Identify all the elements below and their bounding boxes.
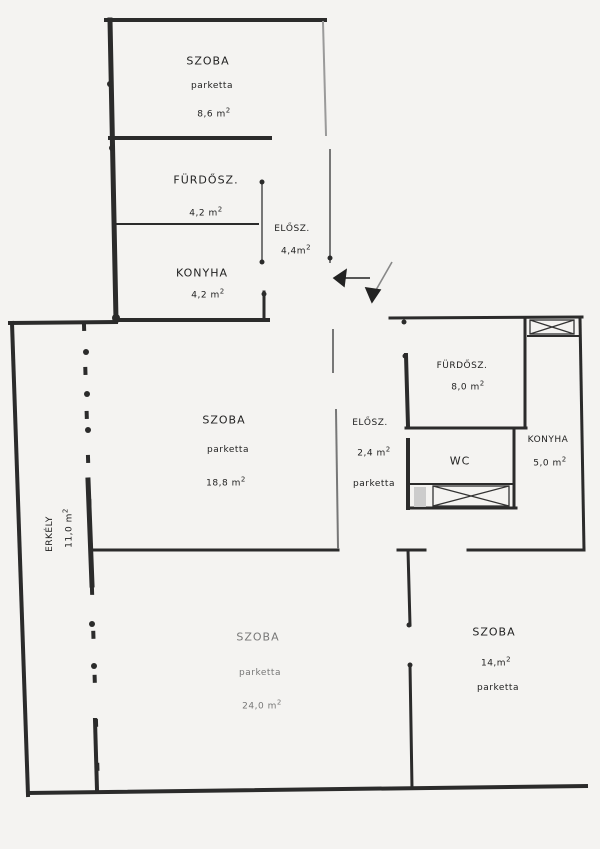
room-area-szoba-br: 14,m2: [481, 656, 511, 669]
room-area-konyha-top: 4,2 m2: [191, 288, 224, 301]
room-floor-eloter-right: parketta: [353, 479, 395, 489]
wc-shaded: [414, 487, 426, 507]
room-area-konyha-right: 5,0 m2: [533, 456, 566, 469]
area-value: 14,m: [480, 658, 507, 669]
room-area-erkely: 11,0 m2: [62, 508, 75, 548]
area-exp: 2: [217, 205, 223, 214]
room-area-top-furdo: 4,2 m2: [189, 206, 222, 219]
area-exp: 2: [306, 243, 312, 252]
room-name-top-szoba: SZOBA: [186, 54, 230, 68]
room-name-eloter-right: ELŐSZ.: [352, 418, 388, 428]
wall-erkely-solid-1: [85, 477, 95, 588]
wall-eloter-right-low: [334, 408, 340, 550]
room-area-szoba-mid: 18,8 m2: [206, 476, 246, 489]
area-value: 2,4 m: [357, 448, 386, 459]
room-area-eloter-right: 2,4 m2: [357, 446, 390, 459]
entrance-arrows: [332, 261, 393, 304]
wall-main-top-left: [7, 319, 119, 326]
area-value: 11,0 m: [64, 513, 75, 548]
area-exp: 2: [479, 379, 485, 388]
room-name-top-furdo: FÜRDŐSZ.: [173, 173, 239, 187]
room-floor-szoba-bottom: parketta: [239, 668, 281, 678]
area-exp: 2: [276, 698, 282, 707]
walls: [7, 17, 589, 798]
room-floor-szoba-mid: parketta: [207, 445, 249, 455]
room-floor-top-szoba: parketta: [191, 81, 233, 91]
room-floor-szoba-br: parketta: [477, 683, 519, 693]
fixtures: [414, 319, 575, 507]
room-area-top-szoba: 8,6 m2: [197, 107, 230, 120]
wall-upper-right: [321, 20, 328, 137]
wall-main-left: [9, 320, 31, 798]
room-name-eloter-top: ELŐSZ.: [274, 224, 310, 234]
room-name-furdo-right: FÜRDŐSZ.: [436, 361, 488, 371]
room-area-eloter-top: 4,4m2: [281, 244, 311, 257]
wall-szoba-br-left: [406, 548, 412, 627]
area-value: 4,2 m: [189, 208, 218, 219]
wall-szoba-br-left-2: [408, 663, 414, 790]
wall-erkely-solid-2: [92, 717, 100, 793]
room-name-szoba-mid: SZOBA: [202, 413, 246, 427]
area-value: 18,8 m: [206, 478, 241, 489]
wc-tank-box: [432, 485, 510, 507]
room-name-wc: WC: [449, 454, 471, 468]
room-name-erkely: ERKÉLY: [45, 516, 55, 552]
area-exp: 2: [240, 475, 246, 484]
area-value: 5,0 m: [533, 458, 562, 469]
area-value: 8,0 m: [451, 382, 480, 393]
entrance-arrow-down: [364, 287, 382, 304]
area-exp: 2: [506, 655, 512, 664]
area-value: 4,2 m: [191, 290, 220, 301]
room-name-konyha-right: KONYHA: [527, 435, 569, 445]
room-name-konyha-top: KONYHA: [175, 266, 229, 280]
area-exp: 2: [219, 287, 225, 296]
area-value: 24,0 m: [242, 701, 277, 712]
entrance-arrow-left: [332, 268, 348, 288]
area-exp: 2: [225, 106, 231, 115]
area-value: 8,6 m: [197, 109, 226, 120]
wall-main-top-right: [388, 315, 584, 320]
wall-upper-left: [107, 17, 119, 323]
area-exp: 2: [561, 455, 567, 464]
konyha-vent-box: [529, 319, 575, 335]
wall-main-right: [578, 316, 586, 552]
wall-main-bottom: [25, 783, 589, 796]
dots: [83, 81, 413, 669]
area-exp: 2: [61, 508, 70, 514]
room-area-szoba-bottom: 24,0 m2: [242, 699, 282, 712]
room-area-furdo-right: 8,0 m2: [451, 380, 484, 393]
area-exp: 2: [385, 445, 391, 454]
room-name-szoba-br: SZOBA: [472, 625, 516, 639]
wall-furdo-left: [403, 352, 411, 429]
area-value: 4,4m: [280, 246, 307, 257]
room-name-szoba-bottom: SZOBA: [236, 630, 280, 644]
